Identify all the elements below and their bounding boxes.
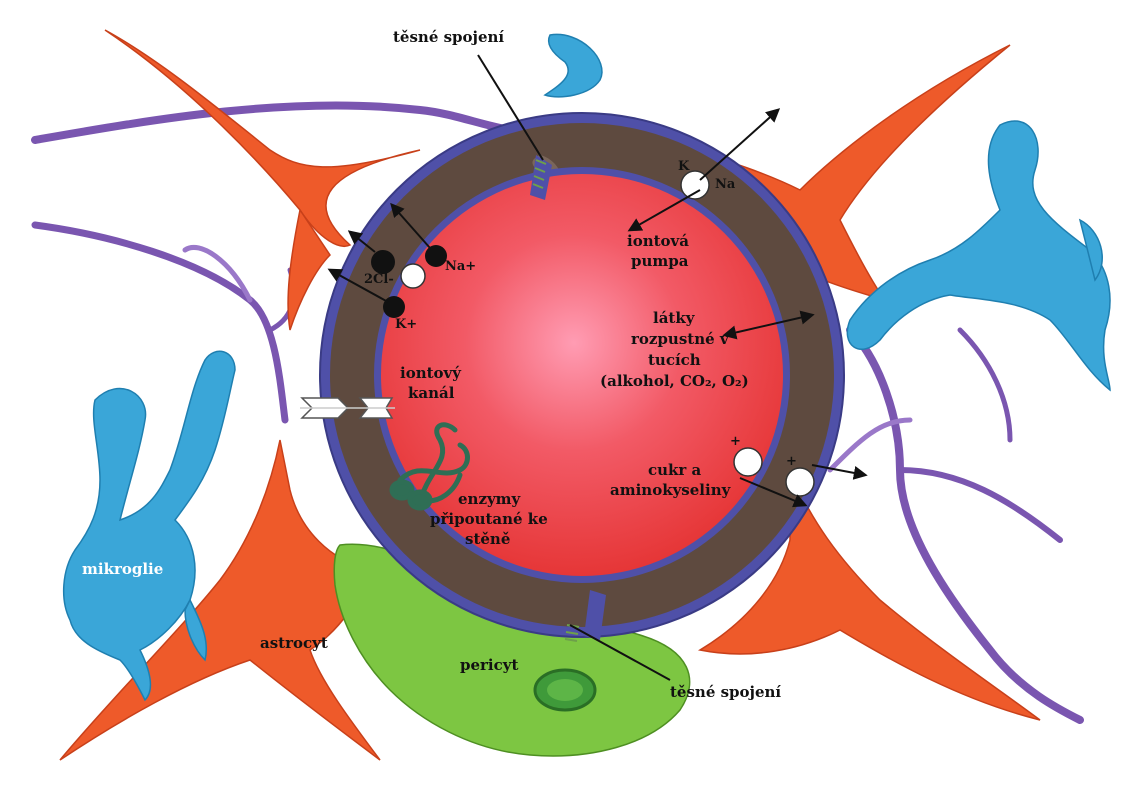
label-enzymes-1: enzymy <box>458 490 522 508</box>
cotransporter-icon <box>400 263 426 289</box>
label-sugar-1: cukr a <box>648 461 702 479</box>
label-ion-pump-1: iontová <box>627 232 689 250</box>
blood-vessel <box>319 112 845 640</box>
label-tight-junction-top: těsné spojení <box>393 28 504 46</box>
arrow-tight-junction-bottom <box>569 624 671 681</box>
label-ion-channel-1: iontový <box>400 364 462 382</box>
label-na-pump: Na <box>715 177 736 192</box>
label-sugar-2: aminokyseliny <box>610 481 732 499</box>
label-ion-channel-2: kanál <box>408 384 455 402</box>
na-ion-icon <box>425 245 447 267</box>
label-lipid-4: (alkohol, CO₂, O₂) <box>600 372 749 390</box>
label-cl-ion: 2Cl- <box>364 272 394 287</box>
arrow-pump-in <box>627 189 701 232</box>
label-ion-pump-2: pumpa <box>631 252 689 270</box>
pericyte-cell <box>333 543 691 757</box>
arrow-cl-out <box>347 230 376 253</box>
arrow-k-out <box>327 268 389 303</box>
label-lipid-2: rozpustné v <box>631 330 730 348</box>
label-pericyte: pericyt <box>460 656 518 674</box>
label-plus-2: + <box>786 454 797 469</box>
arrow-lipid <box>722 310 815 340</box>
cl-ion-icon <box>371 250 395 274</box>
arrow-tight-junction-top <box>477 54 544 161</box>
label-microglia: mikroglie <box>82 560 163 578</box>
label-astrocyte: astrocyt <box>260 634 328 652</box>
label-plus-1: + <box>730 434 741 449</box>
enzyme-molecules <box>389 422 470 511</box>
label-na-ion: Na+ <box>445 259 476 274</box>
ion-channel-icon <box>300 397 395 419</box>
label-lipid-1: látky <box>653 309 696 327</box>
label-enzymes-3: stěně <box>465 530 510 548</box>
label-k-ion: K+ <box>395 317 417 332</box>
arrow-sugar-out <box>811 464 868 480</box>
label-enzymes-2: připoutané ke <box>430 510 548 528</box>
labels: těsné spojení K Na iontová pumpa Na+ 2Cl… <box>82 28 797 701</box>
ion-transporters <box>371 170 815 497</box>
label-k-pump: K <box>678 159 690 174</box>
label-lipid-3: tucích <box>648 351 701 369</box>
amino-transporter-icon <box>785 467 815 497</box>
microglia-cells <box>62 33 1111 702</box>
arrow-sugar-in <box>739 477 808 508</box>
label-tight-junction-bottom: těsné spojení <box>670 683 781 701</box>
arrow-pump-out <box>699 108 781 181</box>
tight-junctions <box>532 159 580 642</box>
glucose-transporter-icon <box>733 447 763 477</box>
k-ion-icon <box>383 296 405 318</box>
arrow-na-out <box>390 202 431 249</box>
arrows <box>327 54 868 681</box>
